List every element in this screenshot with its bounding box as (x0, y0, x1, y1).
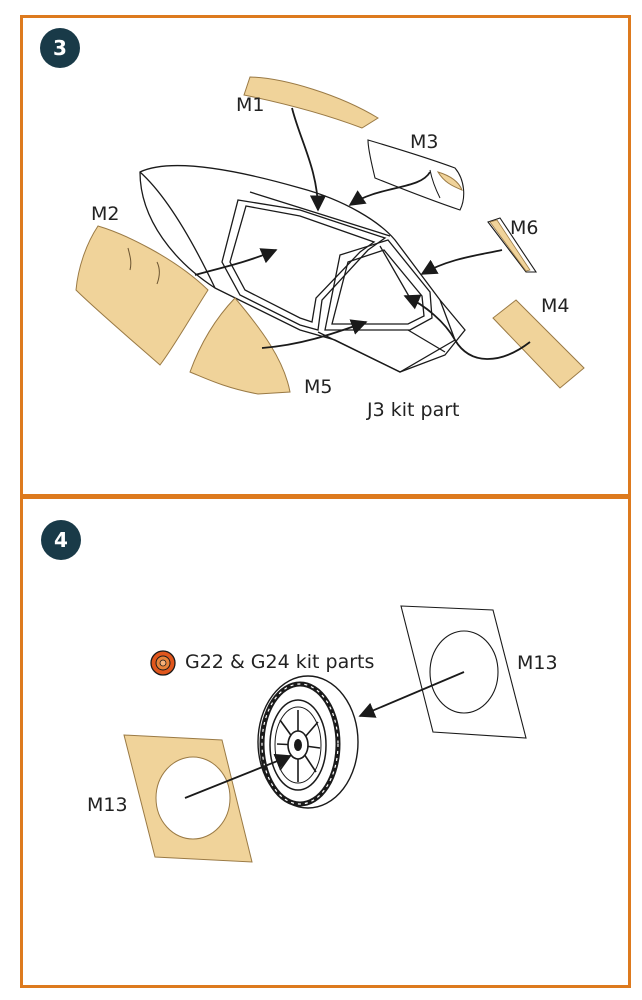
arrow-m3 (348, 171, 431, 206)
mask-m13-left (123, 734, 253, 863)
wheel-g22-g24 (257, 675, 359, 809)
label-kit-parts: G22 & G24 kit parts (185, 651, 375, 673)
step-3-panel (20, 15, 631, 499)
arrow-m13-right (358, 671, 465, 718)
label-m13-right: M13 (517, 652, 558, 674)
label-m1: M1 (236, 94, 265, 116)
arrow-m13-left (184, 753, 292, 799)
placement-arrows-step-3 (194, 107, 531, 360)
mask-m2 (75, 225, 209, 366)
mask-m1 (243, 76, 379, 129)
arrow-m6 (420, 249, 503, 275)
label-m6: M6 (510, 217, 539, 239)
placement-arrows-step-4 (184, 671, 465, 799)
arrow-m2 (194, 248, 278, 276)
mask-m4 (492, 299, 585, 389)
arrow-m5 (261, 319, 368, 349)
step-3-badge: 3 (40, 28, 80, 68)
step-4-badge: 4 (41, 520, 81, 560)
label-m4: M4 (541, 295, 570, 317)
mask-m3 (367, 139, 465, 211)
mask-m6 (487, 217, 538, 273)
label-m3: M3 (410, 131, 439, 153)
label-m13-left: M13 (87, 794, 128, 816)
paint-swatch-icon (150, 650, 176, 676)
arrow-m1 (291, 107, 327, 212)
label-j3-kit-part: J3 kit part (367, 399, 460, 421)
label-m5: M5 (304, 376, 333, 398)
canopy-j3 (139, 164, 466, 373)
step-4-panel (20, 494, 631, 988)
mask-m5 (189, 297, 291, 395)
label-m2: M2 (91, 203, 120, 225)
arrow-m4 (403, 294, 531, 360)
